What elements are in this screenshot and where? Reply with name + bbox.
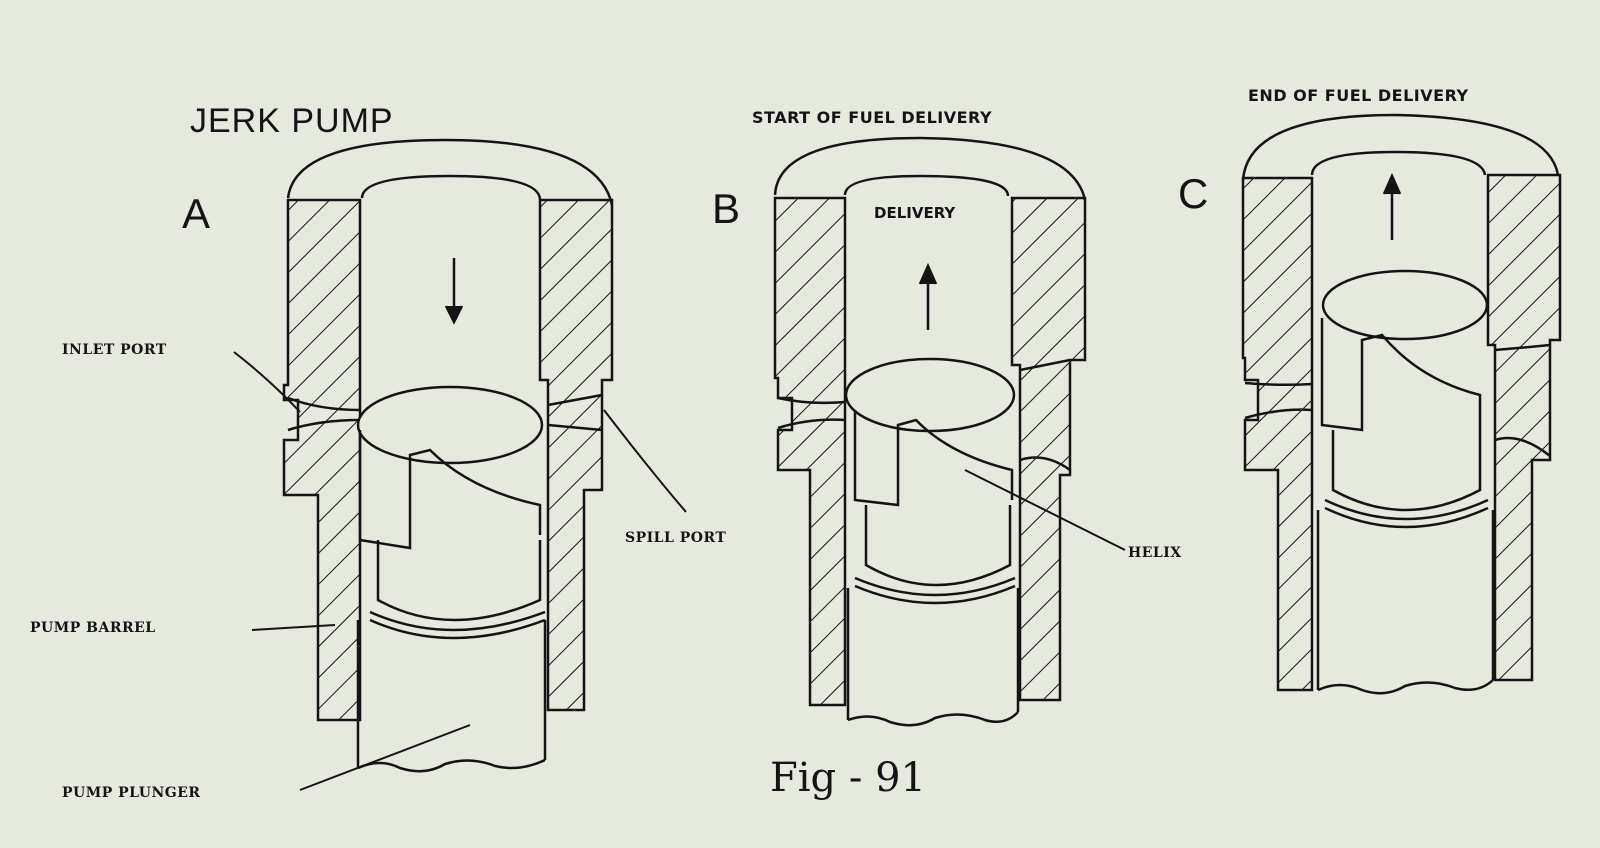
inlet-port-leader [233, 351, 301, 413]
spill-port-label: SPILL PORT [625, 530, 727, 546]
helix-label: HELIX [1128, 545, 1182, 561]
panel-b-arrow-head [918, 262, 938, 285]
panel-c-barrel-left-wall [1241, 176, 1314, 692]
panel-a-drawing [282, 138, 614, 773]
pump-plunger-leader [299, 724, 471, 791]
panel-b-inner-label: DELIVERY [874, 204, 956, 222]
panel-b-dome-outline [773, 136, 1087, 201]
panel-b-plunger-top [843, 174, 1010, 197]
panel-b-plunger-ring [854, 576, 1016, 605]
panel-b-plunger-cut [853, 410, 1014, 507]
pump-plunger-label: PUMP PLUNGER [62, 785, 201, 801]
panel-c-plunger-head [1321, 269, 1489, 341]
panel-a-dome-outline [286, 138, 614, 206]
panel-b-inlet-port [777, 396, 846, 430]
panel-a-inlet-port [287, 396, 361, 432]
inlet-port-label: INLET PORT [62, 342, 167, 358]
panel-b-barrel-left-wall [773, 196, 847, 707]
panel-c-drawing [1241, 113, 1562, 695]
figure-caption: Fig - 91 [770, 755, 926, 801]
leader-lines [233, 351, 1126, 791]
panel-c-plunger-ring [1324, 498, 1489, 529]
panel-c-plunger-lower [1331, 430, 1482, 512]
panel-c-arrow-head [1382, 172, 1402, 195]
panel-a-letter: A [182, 190, 211, 237]
panel-c-spill-port [1494, 343, 1551, 457]
panel-a-barrel-left-wall [282, 198, 362, 722]
panel-b-plunger-head [844, 357, 1016, 433]
panel-c-plunger-cut [1320, 318, 1482, 432]
panel-c-plunger-break [1317, 679, 1494, 695]
panel-b-letter: B [712, 185, 741, 232]
panel-a-arrow-head [444, 305, 464, 325]
panel-c-dome-outline [1241, 113, 1560, 181]
pump-barrel-leader [251, 624, 336, 631]
panel-a-barrel-right-wall [538, 198, 614, 712]
panel-c-letter: C [1178, 170, 1209, 217]
panel-b-plunger-stem [846, 588, 1020, 720]
panel-b-barrel-right-wall [1010, 196, 1087, 702]
panel-a-plunger-cut [358, 430, 542, 550]
panel-c-heading: END OF FUEL DELIVERY [1248, 86, 1469, 105]
panel-a-plunger-stem [356, 620, 547, 768]
panel-b-plunger-break [847, 711, 1019, 727]
panel-a-spill-port [547, 393, 603, 432]
panel-c-plunger-stem [1316, 510, 1495, 690]
panel-b-drawing [773, 136, 1087, 727]
pump-barrel-label: PUMP BARREL [30, 620, 156, 636]
panel-a-plunger-ring [369, 610, 546, 640]
panel-a-plunger-break [357, 758, 546, 773]
panel-a-plunger-top [360, 174, 542, 201]
figure-title: JERK PUMP [190, 102, 394, 140]
panel-b-heading: START OF FUEL DELIVERY [752, 108, 993, 127]
panel-c-plunger-top [1310, 150, 1487, 176]
panel-b-plunger-lower [864, 505, 1012, 587]
panel-a-plunger-lower [376, 540, 542, 622]
spill-port-leader [603, 409, 687, 513]
panel-b-spill-port [1019, 358, 1071, 472]
panel-c-inlet-port [1244, 381, 1313, 420]
panel-c-barrel-right-wall [1486, 173, 1562, 682]
panel-a-plunger-head [356, 385, 544, 465]
